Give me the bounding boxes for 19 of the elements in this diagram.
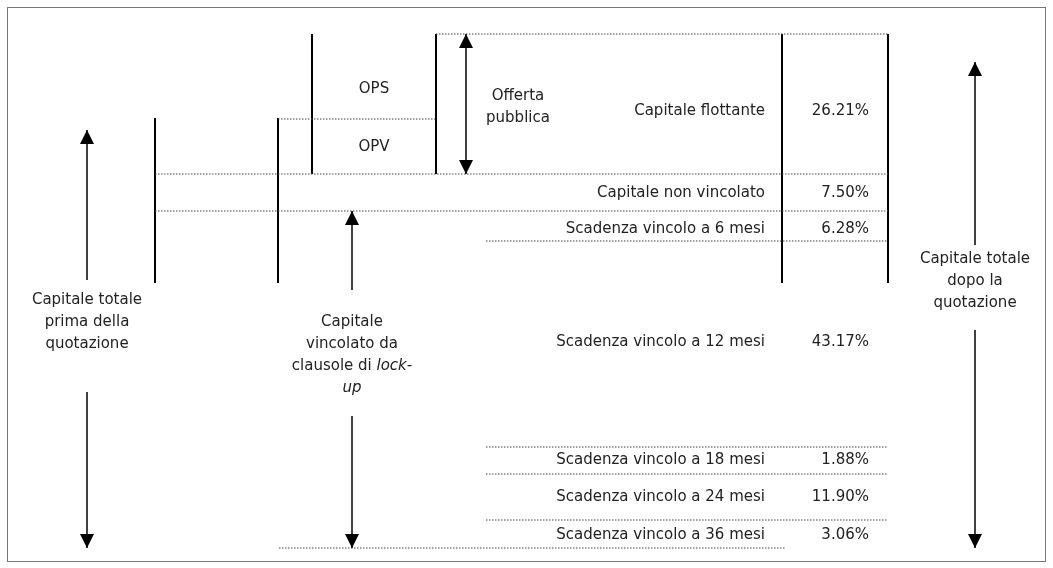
diagram-label: Scadenza vincolo a 6 mesi <box>564 218 765 239</box>
diagram-label: Scadenza vincolo a 12 mesi <box>555 331 765 352</box>
diagram-label: Scadenza vincolo a 18 mesi <box>555 449 765 470</box>
percentage-value: 6.28% <box>820 218 869 239</box>
diagram-label: Scadenza vincolo a 36 mesi <box>555 524 765 545</box>
diagram-label: OPV <box>357 136 391 157</box>
diagram-label: Capitale totale prima della quotazione <box>30 289 144 354</box>
diagram-label: Capitale totale dopo la quotazione <box>918 248 1032 313</box>
percentage-value: 43.17% <box>810 331 869 352</box>
percentage-value: 7.50% <box>820 182 869 203</box>
diagram-label: Capitale vincolato da clausole di lock-up <box>290 311 414 398</box>
percentage-value: 3.06% <box>820 524 869 545</box>
percentage-value: 11.90% <box>810 486 869 507</box>
percentage-value: 26.21% <box>810 100 869 121</box>
diagram-label: OPS <box>357 78 391 99</box>
percentage-value: 1.88% <box>820 449 869 470</box>
diagram-label: Capitale non vincolato <box>596 182 765 203</box>
diagram-label: Offerta pubblica <box>485 85 551 128</box>
diagram-label: Scadenza vincolo a 24 mesi <box>555 486 765 507</box>
